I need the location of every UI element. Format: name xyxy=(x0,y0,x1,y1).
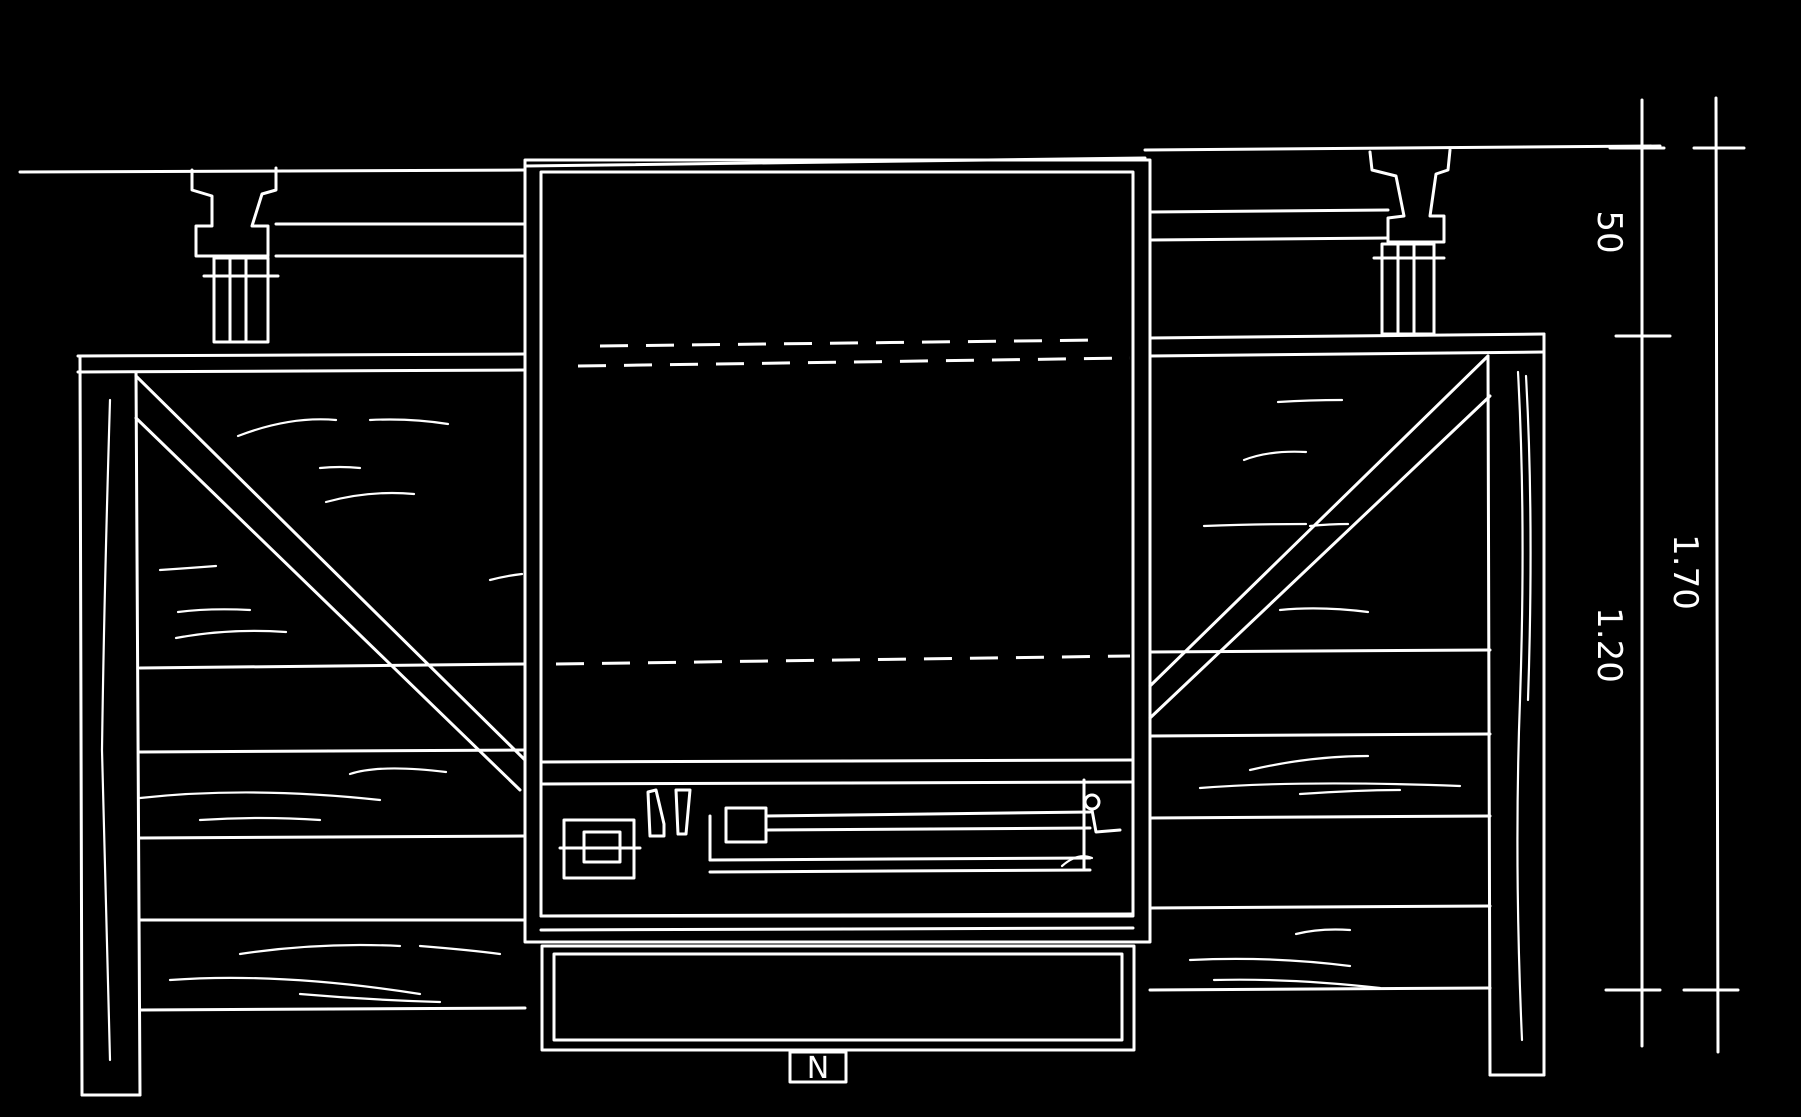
dimension-middle: 1.20 xyxy=(1589,607,1629,683)
central-unit xyxy=(523,158,1152,1052)
dimension-overall: 1.70 xyxy=(1665,534,1705,610)
tag-label: N xyxy=(807,1051,829,1086)
right-cabinet xyxy=(1148,332,1546,1077)
left-bracket xyxy=(190,166,527,344)
dimension-top: 50 xyxy=(1589,210,1629,253)
left-cabinet xyxy=(76,352,527,1097)
mechanism xyxy=(558,778,1122,880)
dimension-lines xyxy=(1604,96,1746,1054)
bottom-tag: N xyxy=(788,1050,848,1086)
right-bracket xyxy=(1148,148,1452,336)
